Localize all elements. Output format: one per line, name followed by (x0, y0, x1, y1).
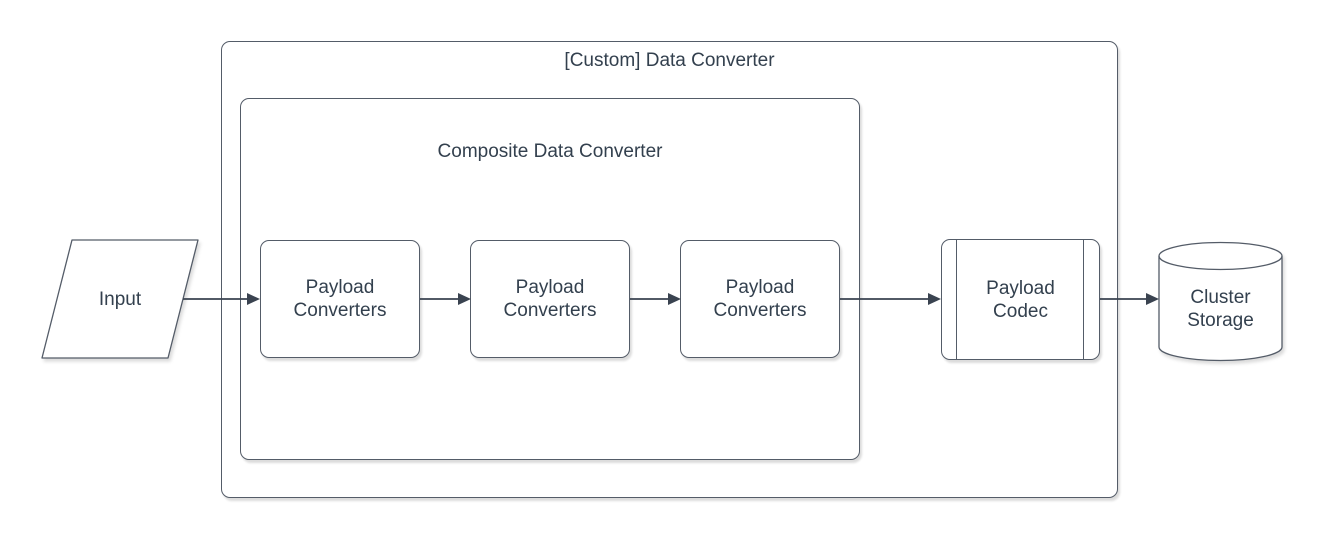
outer-container-title: [Custom] Data Converter (564, 50, 775, 71)
payload-codec-label: Payload Codec (986, 277, 1055, 322)
node-payload-codec (941, 239, 1100, 360)
node-payload-converters-1 (260, 240, 420, 358)
node-payload-converters-2 (470, 240, 630, 358)
payload-converters-3-label: Payload Converters (713, 277, 807, 321)
payload-converters-1-label: Payload Converters (293, 277, 387, 321)
payload-converters-2-label: Payload Converters (503, 277, 597, 321)
node-payload-converters-3 (680, 240, 840, 358)
codec-right-bar (1083, 240, 1084, 359)
codec-left-bar (956, 240, 957, 359)
input-label: Input (98, 288, 142, 310)
inner-container-title: Composite Data Converter (437, 141, 663, 162)
cluster-storage-label: Cluster Storage (1187, 287, 1254, 331)
